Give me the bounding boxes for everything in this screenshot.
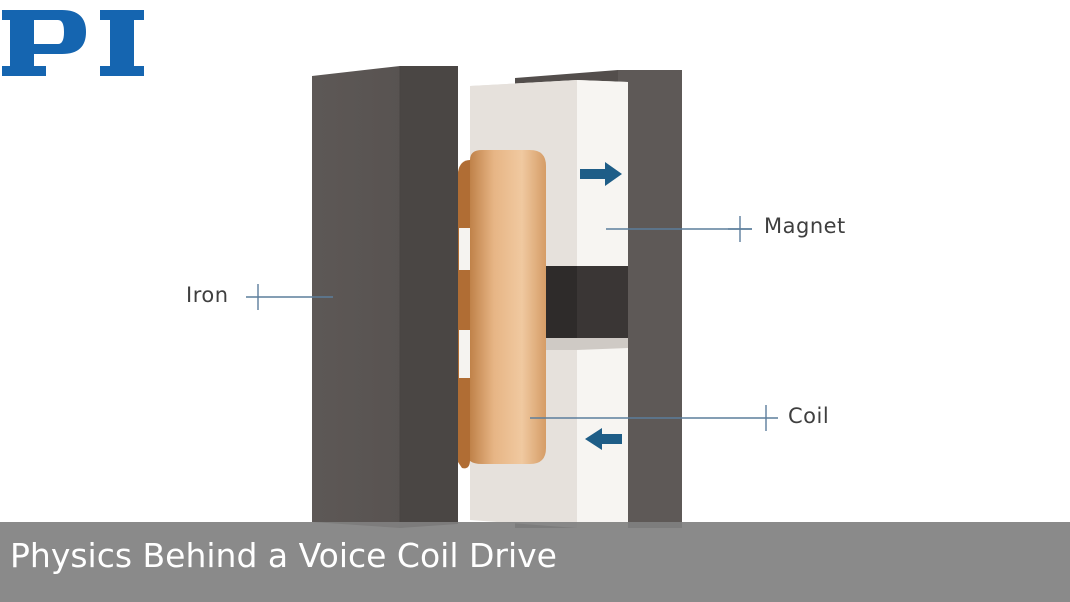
magnet-leader [606, 216, 752, 242]
arrow-right-icon [580, 162, 622, 186]
leader-lines [246, 216, 778, 431]
pi-logo [2, 10, 144, 76]
coil-winding [458, 150, 546, 469]
left-iron-plate [312, 66, 458, 528]
lower-magnet [470, 338, 628, 528]
coil-leader [530, 405, 778, 431]
video-caption: Physics Behind a Voice Coil Drive [10, 536, 557, 575]
caption-bar: Physics Behind a Voice Coil Drive [0, 522, 1070, 602]
magnet-label: Magnet [764, 214, 846, 238]
coil-label: Coil [788, 404, 830, 428]
arrow-left-icon [585, 428, 622, 450]
air-gap [545, 266, 628, 338]
iron-leader [246, 284, 333, 310]
magnet-direction-arrows [580, 162, 622, 450]
iron-label: Iron [186, 283, 229, 307]
